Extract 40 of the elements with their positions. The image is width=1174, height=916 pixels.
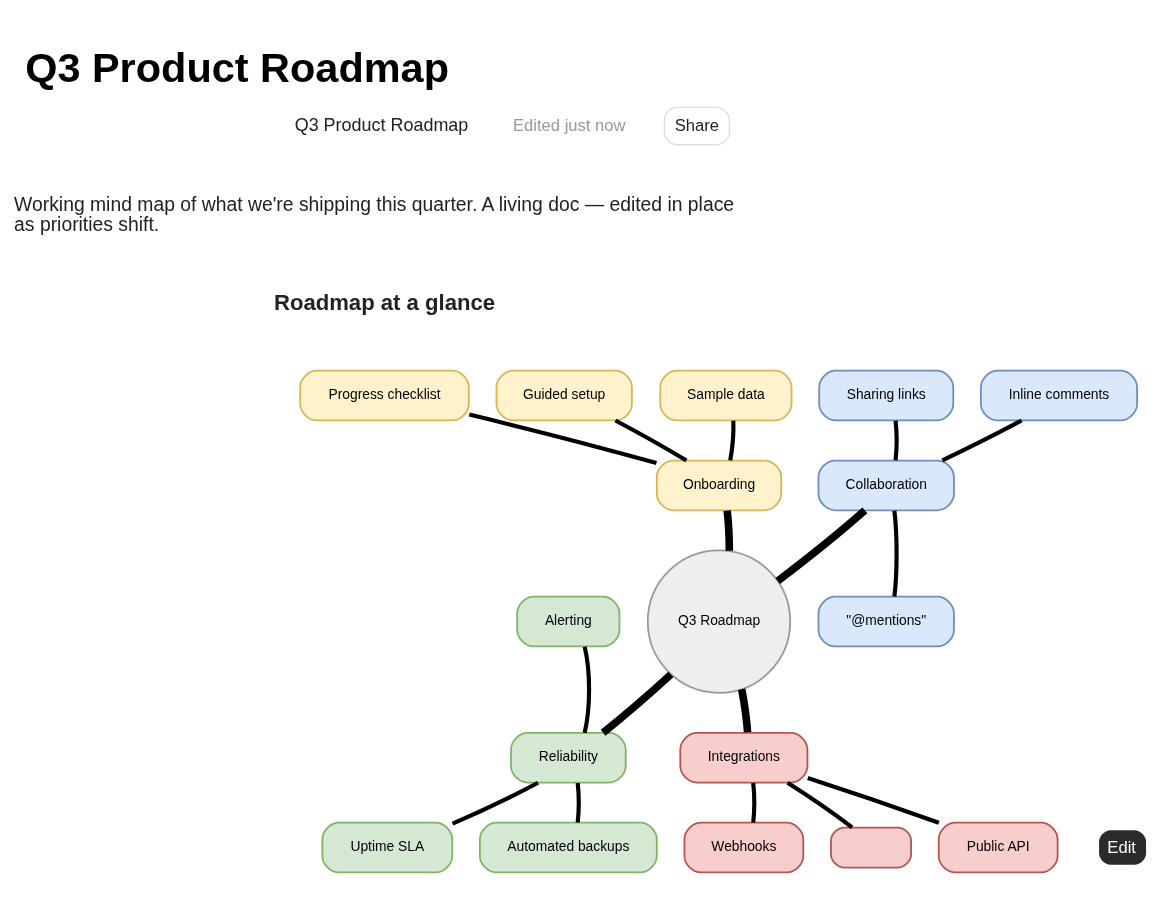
node-box: Onboarding <box>655 459 783 511</box>
diagram-title: Q3 Product Roadmap <box>25 43 449 91</box>
connector <box>728 420 736 461</box>
node-box <box>830 826 912 869</box>
node-box: Reliability <box>510 731 627 784</box>
node-box: Inline comments <box>980 369 1138 421</box>
node-box: Public API <box>937 821 1059 873</box>
connector <box>775 507 868 584</box>
node-box: Collaboration <box>817 459 955 511</box>
label: Edit <box>1107 837 1136 857</box>
node-box: Integrations <box>679 731 809 784</box>
label: Working mind map of what we're shipping this quarter. A living doc — edited in place as priorities shift. <box>14 192 735 235</box>
node-box: "@mentions" <box>817 595 955 647</box>
connector <box>807 775 940 825</box>
node-box: Sharing links <box>818 369 955 421</box>
node-box: Uptime SLA <box>321 821 454 873</box>
label: Share <box>674 115 720 135</box>
connector <box>941 418 1023 462</box>
connector <box>468 412 658 465</box>
connector <box>738 688 752 733</box>
connector <box>575 782 581 823</box>
connector <box>723 509 734 551</box>
connector <box>786 780 854 829</box>
node-box: Automated backups <box>479 821 658 873</box>
connector <box>614 418 688 462</box>
node-box: Progress checklist <box>299 369 470 421</box>
node-box: Webhooks <box>683 821 805 873</box>
node-box: Alerting <box>516 595 621 647</box>
connector <box>600 671 674 736</box>
connector <box>892 509 899 597</box>
connector <box>451 780 539 826</box>
connector <box>893 420 899 460</box>
node-box: Sample data <box>659 369 793 421</box>
node-circle: Q3 Roadmap <box>646 548 792 694</box>
label: Edited just now <box>513 115 626 135</box>
node-box: Guided setup <box>495 369 633 421</box>
label: Q3 Product Roadmap <box>294 114 469 135</box>
connector <box>751 782 757 823</box>
connector <box>582 645 592 733</box>
label: Roadmap at a glance <box>273 289 496 315</box>
